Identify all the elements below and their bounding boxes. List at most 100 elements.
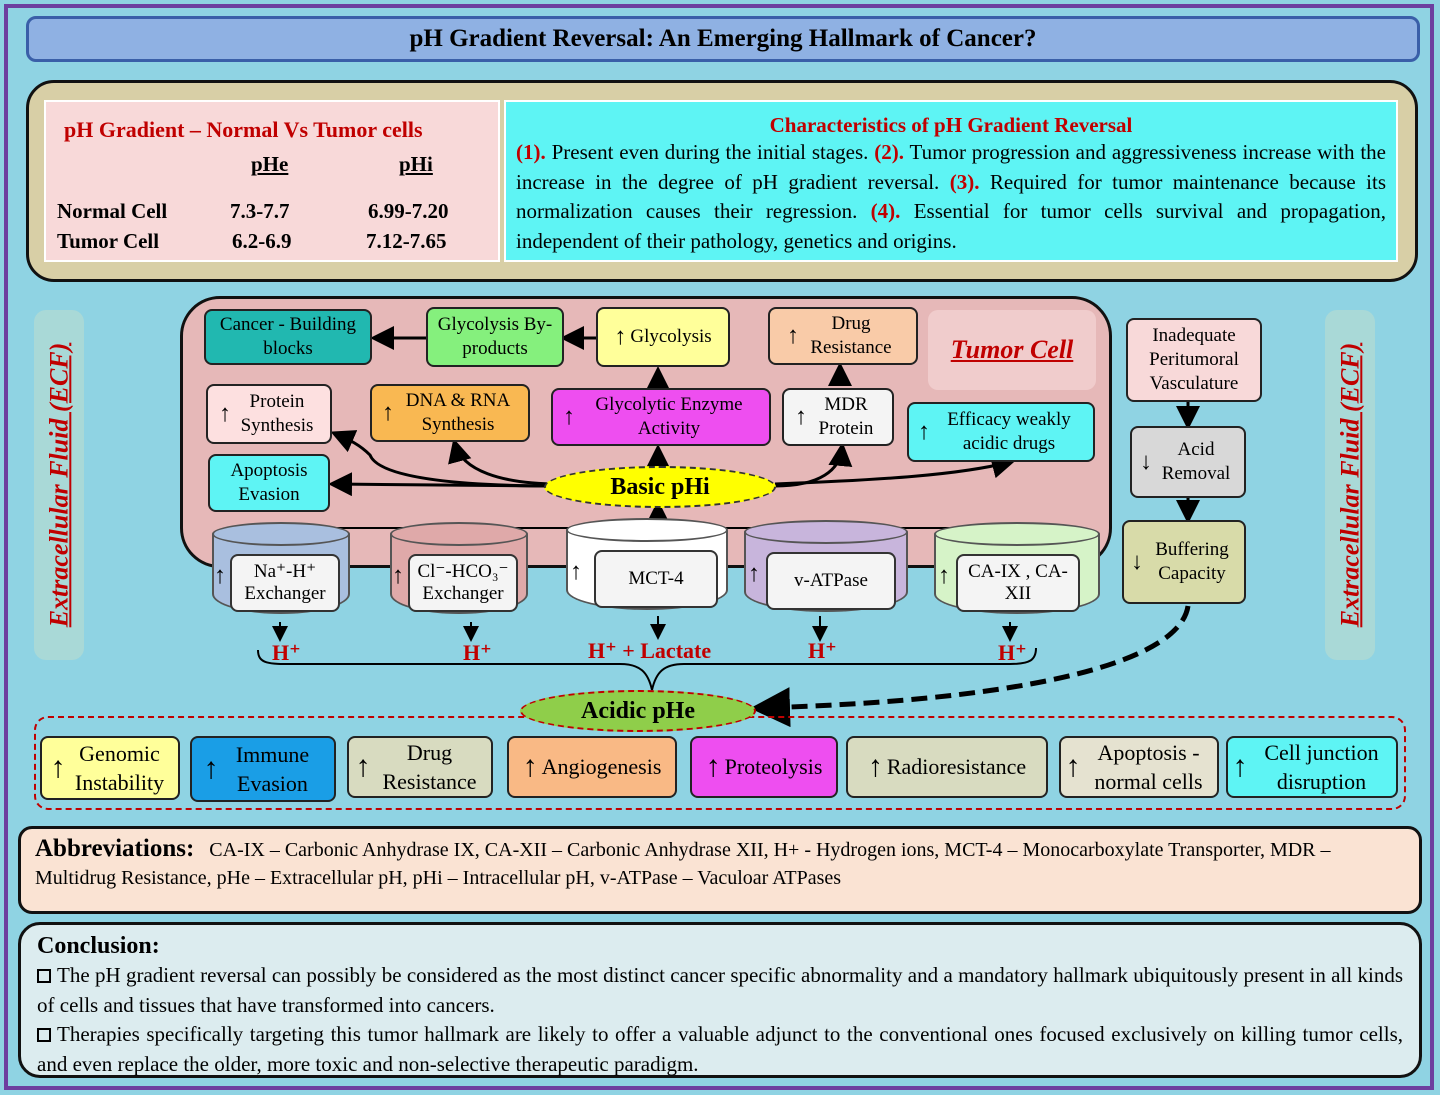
up-arrow-icon: ↑ [1065,750,1081,783]
up-arrow-icon: ↑ [392,563,404,589]
hplus-4: H⁺ [808,638,837,663]
abbreviations-box: Abbreviations: CA-IX – Carbonic Anhydras… [18,826,1422,914]
page-title: pH Gradient Reversal: An Emerging Hallma… [26,16,1420,62]
dna-rna-synthesis-box: ↑ DNA & RNA Synthesis [370,384,530,442]
protein-synthesis-box: ↑ Protein Synthesis [206,384,332,444]
row-normal-phi: 6.99-7.20 [368,199,449,223]
efficacy-drugs-box: ↑ Efficacy weakly acidic drugs [907,402,1095,462]
acid-removal-label: Acid Removal [1161,439,1231,484]
conclusion-text-1: The pH gradient reversal can possibly be… [37,963,1403,1017]
char-text-2: Tumor progression and aggressiveness inc… [516,140,1386,194]
ca-label: CA-IX , CA-XII [956,554,1080,612]
glycolytic-enzyme-label: Glycolytic Enzyme Activity [595,394,743,439]
effect-proteolysis: ↑Proteolysis [690,736,838,798]
basic-phi-ellipse: Basic pHi [544,466,776,508]
buffering-capacity-box: ↓ Buffering Capacity [1122,520,1246,604]
up-arrow-icon: ↑ [918,419,930,445]
clhco-transporter: ↑ Cl⁻-HCO₃⁻ Exchanger [390,522,528,622]
clhco-label: Cl⁻-HCO₃⁻ Exchanger [408,554,518,612]
char-text-1: Present even during the initial stages. [545,140,875,164]
mct4-transporter: ↑ MCT-4 [566,518,728,618]
effect-immune-label: Immune Evasion [235,742,310,796]
checkbox-icon [37,969,51,983]
acidic-phe-ellipse: Acidic pHe [520,690,756,732]
vatpase-transporter: ↑ v-ATPase [744,520,908,620]
up-arrow-icon: ↑ [570,559,582,585]
effect-radioresistance-label: Radioresistance [886,754,1027,779]
effect-apoptosis-normal: ↑ Apoptosis - normal cells [1059,736,1219,798]
efficacy-label: Efficacy weakly acidic drugs [947,409,1071,454]
ecf-label-right: Extracellular Fluid (ECF) [1325,310,1375,660]
up-arrow-icon: ↑ [214,563,226,589]
protein-synthesis-label: Protein Synthesis [240,391,314,436]
effect-apoptosis-label: Apoptosis - normal cells [1094,740,1203,794]
hplus-5: H⁺ [998,640,1027,665]
abbreviations-text: CA-IX – Carbonic Anhydrase IX, CA-XII – … [35,839,1331,889]
apoptosis-evasion-box: Apoptosis Evasion [208,454,330,512]
row-normal-phe: 7.3-7.7 [230,199,290,223]
up-arrow-icon: ↑ [867,750,883,783]
char-num-2: (2). [874,140,905,164]
hplus-1: H⁺ [272,640,301,665]
drug-resistance-cell-box: ↑ Drug Resistance [768,307,918,365]
char-text-3: Required for tumor maintenance because i… [516,169,1386,224]
effect-genomic: ↑Genomic Instability [40,736,180,800]
effect-angiogenesis-label: Angiogenesis [541,754,662,779]
up-arrow-icon: ↑ [382,400,394,426]
up-arrow-icon: ↑ [795,404,807,430]
up-arrow-icon: ↑ [50,751,66,784]
nhe-transporter: ↑ Na⁺-H⁺ Exchanger [212,522,350,622]
tumor-cell-label: Tumor Cell [928,310,1096,390]
effect-radioresistance: ↑Radioresistance [846,736,1048,798]
char-num-4: (4). [870,199,901,223]
up-arrow-icon: ↑ [203,752,219,785]
mdr-protein-box: ↑ MDR Protein [782,388,894,446]
char-num-3: (3). [949,169,980,194]
up-arrow-icon: ↑ [219,401,231,427]
col-phi: pHi [399,152,433,176]
conclusion-text-2: Therapies specifically targeting this tu… [37,1022,1403,1076]
cancer-building-blocks-box: Cancer - Building blocks [204,309,372,365]
abbreviations-heading: Abbreviations: [35,835,195,862]
gradient-table [44,100,500,262]
effect-proteolysis-label: Proteolysis [724,754,823,779]
up-arrow-icon: ↑ [705,750,721,783]
gradient-title: pH Gradient – Normal Vs Tumor cells [64,117,423,142]
mct4-label: MCT-4 [594,550,718,608]
glycolysis-label: Glycolysis [630,326,712,347]
ecf-label-left: Extracellular Fluid (ECF) [34,310,84,660]
ca-transporter: ↑ CA-IX , CA-XII [934,522,1100,622]
glycolytic-enzyme-box: ↑ Glycolytic Enzyme Activity [551,388,771,446]
row-tumor-phi: 7.12-7.65 [366,229,447,253]
drug-resistance-cell-label: Drug Resistance [810,313,892,358]
hplus-lactate: H⁺ + Lactate [588,638,712,663]
checkbox-icon [37,1028,51,1042]
effect-drug-label: Drug Resistance [382,740,477,794]
char-text-4: Essential for tumor cells survival and p… [516,199,1386,253]
effect-drug: ↑ Drug Resistance [347,736,493,798]
up-arrow-icon: ↑ [748,561,760,587]
acid-removal-box: ↓Acid Removal [1130,426,1246,498]
up-arrow-icon: ↑ [355,750,371,783]
effect-junction: ↑Cell junction disruption [1226,736,1398,798]
dna-rna-label: DNA & RNA Synthesis [405,390,511,435]
effect-genomic-label: Genomic Instability [74,741,165,795]
nhe-label: Na⁺-H⁺ Exchanger [230,554,340,612]
effect-angiogenesis: ↑Angiogenesis [507,736,677,798]
glycolysis-box: ↑Glycolysis [596,307,730,367]
buffering-capacity-label: Buffering Capacity [1155,539,1229,584]
char-num-1: (1). [516,140,546,164]
effect-immune: ↑ Immune Evasion [190,736,336,802]
characteristics-title: Characteristics of pH Gradient Reversal [769,113,1133,137]
characteristics-box: Characteristics of pH Gradient Reversal … [504,100,1398,262]
up-arrow-icon: ↑ [938,563,950,589]
mdr-protein-label: MDR Protein [818,394,874,439]
up-arrow-icon: ↑ [787,323,799,349]
down-arrow-icon: ↓ [1131,549,1143,575]
conclusion-heading: Conclusion: [37,933,160,959]
row-tumor-label: Tumor Cell [57,229,160,253]
conclusion-point-1: The pH gradient reversal can possibly be… [37,961,1403,1020]
col-phe: pHe [251,152,289,176]
up-arrow-icon: ↑ [614,324,627,350]
up-arrow-icon: ↑ [563,404,575,430]
